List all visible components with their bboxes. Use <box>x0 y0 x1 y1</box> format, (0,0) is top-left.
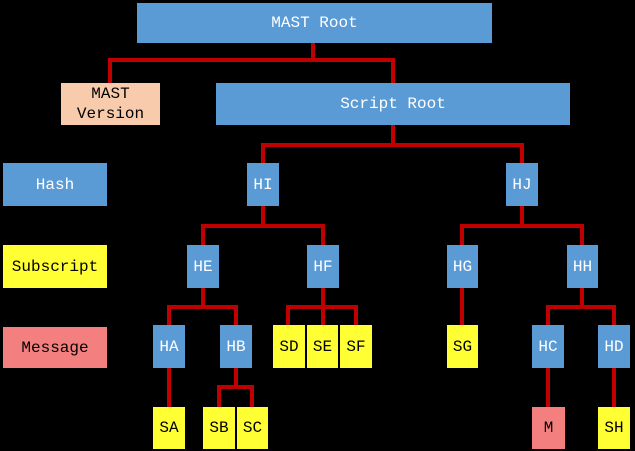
node-sh: SH <box>598 407 630 449</box>
edge-to-sc <box>250 385 254 407</box>
edge-hi-stem <box>261 206 265 228</box>
node-hg: HG <box>447 245 478 288</box>
edge-to-hh <box>580 224 584 245</box>
node-hb: HB <box>220 325 252 368</box>
edge-scriptroot-stem <box>391 125 395 147</box>
edge-to-hg <box>460 224 464 245</box>
edge-to-hi <box>261 143 265 163</box>
node-hd: HD <box>598 325 630 368</box>
edge-hh-stem <box>580 288 584 309</box>
edge-to-hd <box>612 305 616 325</box>
edge-to-hc <box>546 305 550 325</box>
edge-to-hj <box>520 143 524 163</box>
edge-to-hf <box>321 224 325 245</box>
edge-mastroot-stem <box>311 43 315 62</box>
edge-to-scriptroot <box>391 58 395 83</box>
edge-hb-bar <box>217 385 254 389</box>
edge-ha-to-sa <box>167 368 171 407</box>
edge-to-he <box>201 224 205 245</box>
edge-hj-bar <box>460 224 584 228</box>
edge-hb-stem <box>234 368 238 389</box>
node-script-root: Script Root <box>216 83 570 125</box>
node-m: M <box>532 407 565 449</box>
edge-to-sd <box>286 305 290 325</box>
node-sb: SB <box>203 407 235 449</box>
node-sg: SG <box>447 325 478 368</box>
node-sc: SC <box>237 407 268 449</box>
node-hi: HI <box>247 163 279 206</box>
node-mast-version: MAST Version <box>61 83 160 125</box>
node-mast-root: MAST Root <box>137 3 492 43</box>
edge-hh-bar <box>546 305 616 309</box>
edge-to-mastversion <box>108 58 112 83</box>
legend-message: Message <box>3 327 107 368</box>
legend-subscript: Subscript <box>3 245 107 288</box>
edge-hc-to-m <box>546 368 550 407</box>
edge-he-stem <box>201 288 205 309</box>
node-sa: SA <box>153 407 185 449</box>
edge-hj-stem <box>520 206 524 228</box>
edge-hd-to-sh <box>612 368 616 407</box>
node-he: HE <box>187 245 219 288</box>
node-hj: HJ <box>506 163 538 206</box>
node-se: SE <box>307 325 338 368</box>
edge-to-sf <box>354 305 358 325</box>
edge-to-hb <box>234 305 238 325</box>
edge-to-se <box>321 305 325 325</box>
node-sf: SF <box>340 325 372 368</box>
edge-hi-bar <box>201 224 325 228</box>
node-sd: SD <box>273 325 305 368</box>
edge-to-sb <box>217 385 221 407</box>
edge-mastroot-bar <box>108 58 395 62</box>
edge-scriptroot-bar <box>261 143 524 147</box>
edge-he-bar <box>167 305 238 309</box>
node-hc: HC <box>532 325 564 368</box>
edge-hf-stem <box>321 288 325 309</box>
node-hh: HH <box>567 245 598 288</box>
edge-hg-to-sg <box>460 288 464 325</box>
node-ha: HA <box>153 325 185 368</box>
edge-to-ha <box>167 305 171 325</box>
node-hf: HF <box>307 245 339 288</box>
legend-hash: Hash <box>3 163 107 206</box>
